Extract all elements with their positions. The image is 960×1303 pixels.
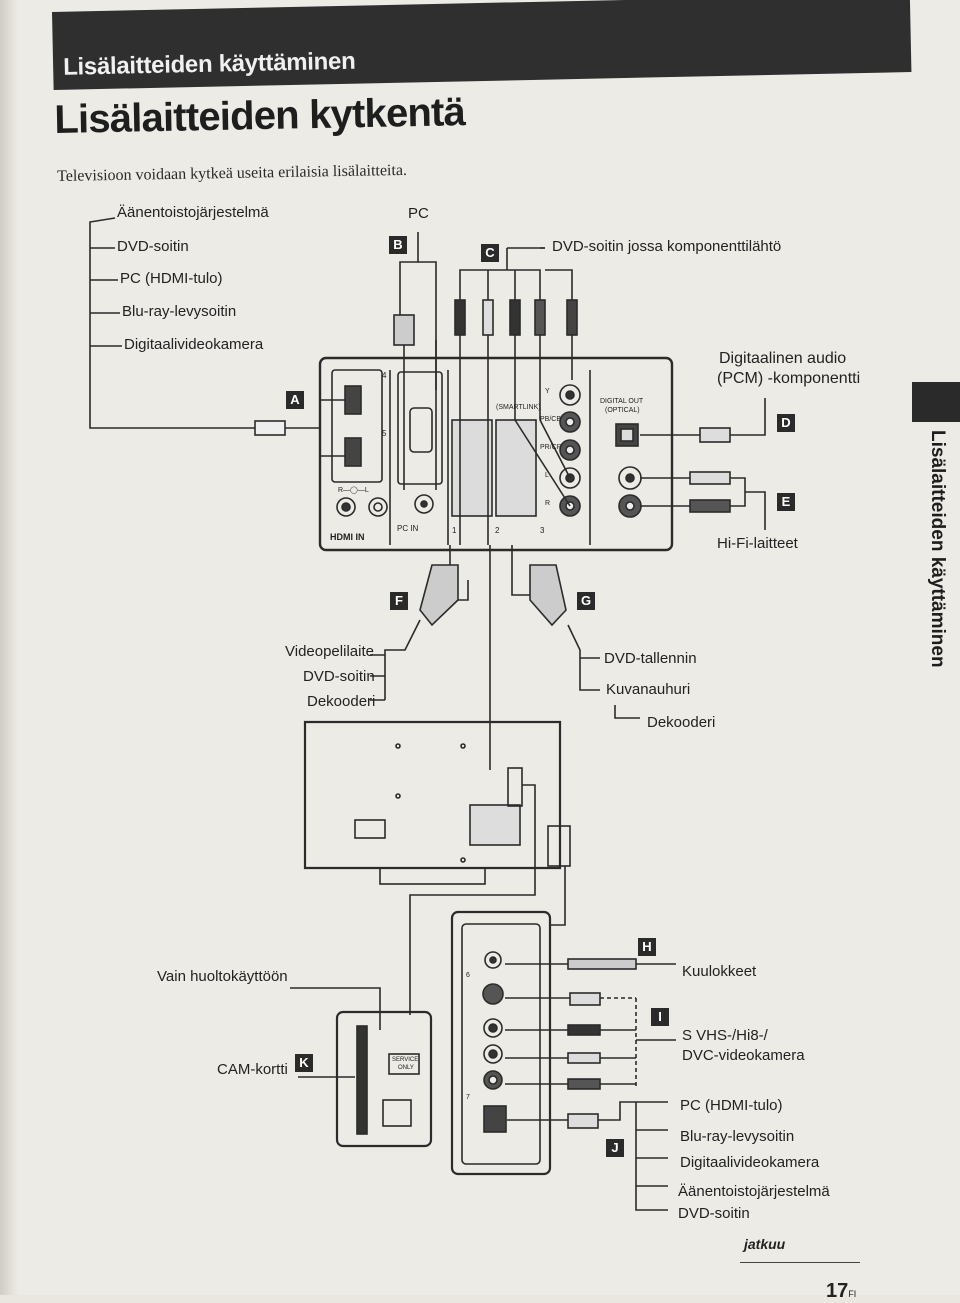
- badge-h: H: [638, 938, 656, 956]
- label-pc: PC: [408, 205, 429, 222]
- badge-g: G: [577, 592, 595, 610]
- label-game-console: Videopelilaite: [285, 643, 374, 660]
- group-j-item-pc: PC (HDMI-tulo): [680, 1097, 783, 1114]
- label-dvd-component: DVD-soitin jossa komponenttilähtö: [552, 238, 782, 255]
- page-gutter-shadow: [0, 0, 18, 1295]
- badge-a: A: [286, 391, 304, 409]
- badge-b: B: [389, 236, 407, 254]
- panel-pc-in: PC IN: [397, 524, 419, 533]
- panel-num-5: 5: [382, 429, 387, 438]
- cam-slot-panel: [335, 1010, 433, 1148]
- badge-i: I: [651, 1008, 669, 1026]
- panel-num-2: 2: [495, 526, 500, 535]
- panel-l: L: [545, 472, 549, 479]
- service-only-1: SERVICE: [392, 1057, 419, 1063]
- page-number: 17FI: [826, 1280, 857, 1302]
- label-digital-audio-2: (PCM) -komponentti: [717, 370, 861, 387]
- group-a-item-dvd: DVD-soitin: [117, 238, 189, 255]
- panel-rl: R—◯—L: [338, 487, 369, 494]
- group-a-item-bluray: Blu-ray-levysoitin: [122, 303, 237, 320]
- panel-num-1: 1: [452, 526, 457, 535]
- group-a-bracket: [89, 217, 255, 429]
- label-camcorder-2: DVC-videokamera: [682, 1047, 805, 1064]
- panel-r: R: [545, 500, 551, 507]
- side-section-title: Lisälaitteiden käyttäminen: [927, 430, 948, 668]
- group-j-item-audio-system: Äänentoistojärjestelmä: [678, 1183, 830, 1200]
- badge-d: D: [777, 414, 795, 432]
- back-panel: [318, 356, 674, 552]
- group-j-item-camcorder: Digitaalivideokamera: [680, 1154, 820, 1171]
- panel-num-4: 4: [382, 371, 387, 380]
- label-service-only: Vain huoltokäyttöön: [157, 968, 288, 985]
- badge-e: E: [777, 493, 795, 511]
- label-dvd-recorder: DVD-tallennin: [604, 650, 697, 667]
- badge-c: C: [481, 244, 499, 262]
- badge-f: F: [390, 592, 408, 610]
- panel-num-3: 3: [540, 526, 545, 535]
- footer-rule: [740, 1262, 860, 1263]
- label-vcr: Kuvanauhuri: [606, 681, 691, 698]
- label-hifi: Hi-Fi-laitteet: [717, 535, 798, 552]
- badge-k: K: [295, 1054, 313, 1072]
- label-cam-card: CAM-kortti: [217, 1061, 288, 1078]
- label-digital-audio-1: Digitaalinen audio: [719, 350, 847, 367]
- panel-hdmi-in: HDMI IN: [330, 532, 365, 542]
- group-j-item-dvd: DVD-soitin: [678, 1205, 750, 1222]
- continue-label: jatkuu: [744, 1236, 786, 1252]
- panel-digital-out: DIGITAL OUT: [600, 398, 644, 405]
- badge-j: J: [606, 1139, 624, 1157]
- label-headphones: Kuulokkeet: [682, 963, 757, 980]
- side-panel: [450, 910, 552, 1176]
- group-a-item-camcorder: Digitaalivideokamera: [124, 336, 264, 353]
- tv-back: [303, 720, 562, 870]
- panel-pb: PB/CB: [540, 416, 562, 423]
- panel-pr: PR/CR: [540, 444, 562, 451]
- panel-num-6: 6: [466, 972, 470, 979]
- label-decoder-g: Dekooderi: [647, 714, 716, 731]
- side-thumb-tab: [912, 382, 960, 422]
- panel-smartlink: (SMARTLINK): [496, 404, 541, 411]
- service-only-2: ONLY: [398, 1065, 414, 1071]
- group-a-item-pc: PC (HDMI-tulo): [120, 270, 223, 287]
- group-a-item-audio-system: Äänentoistojärjestelmä: [117, 204, 269, 221]
- panel-optical: (OPTICAL): [605, 407, 640, 414]
- panel-y: Y: [545, 388, 550, 395]
- label-decoder-f: Dekooderi: [307, 693, 376, 710]
- label-dvd-player-f: DVD-soitin: [303, 668, 375, 685]
- group-j-item-bluray: Blu-ray-levysoitin: [680, 1128, 795, 1145]
- label-camcorder-1: S VHS-/Hi8-/: [682, 1027, 768, 1044]
- panel-num-7: 7: [466, 1094, 470, 1101]
